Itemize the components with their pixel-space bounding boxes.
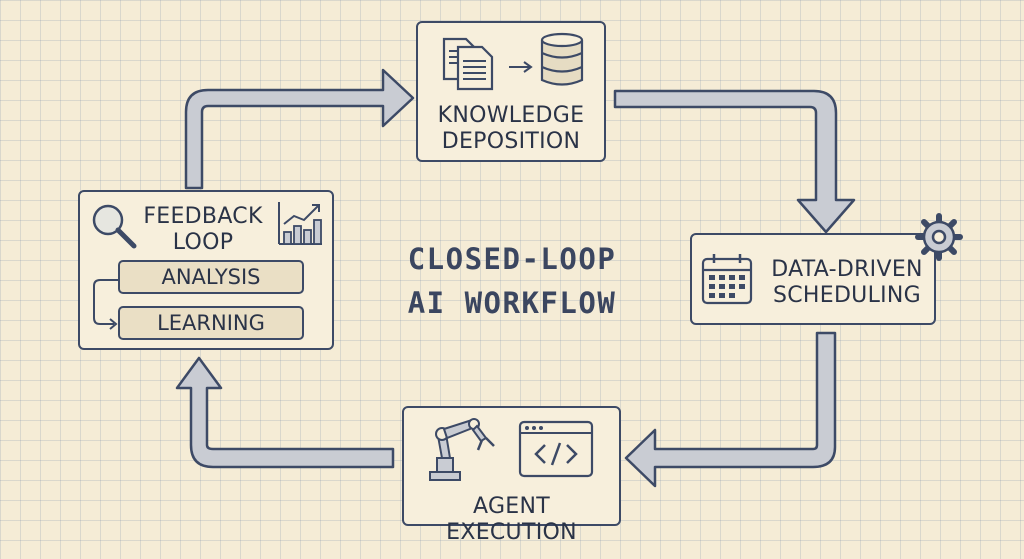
- scheduling-box: DATA-DRIVEN SCHEDULING: [690, 233, 936, 325]
- feedback-label-line2: LOOP: [172, 230, 234, 255]
- bar-chart-icon: [278, 202, 322, 245]
- diagram-title-line1: CLOSED-LOOP: [407, 242, 617, 276]
- scheduling-label-line1: DATA-DRIVEN: [771, 257, 923, 282]
- agent-execution-label: AGENT EXECUTION: [446, 494, 577, 545]
- knowledge-deposition-box: KNOWLEDGE DEPOSITION: [416, 21, 606, 162]
- arrow-execution-to-feedback: [175, 356, 395, 469]
- arrow-knowledge-to-scheduling: [613, 89, 856, 234]
- feedback-loop-box: FEEDBACK LOOP ANALYSIS LEARNING: [78, 190, 334, 350]
- loop-connector-icon: [93, 279, 118, 330]
- analysis-item: ANALYSIS: [118, 260, 304, 294]
- feedback-label-line1: FEEDBACK: [143, 204, 263, 229]
- robot-arm-icon: [429, 418, 495, 481]
- database-icon: [540, 32, 584, 86]
- calendar-icon: [701, 254, 753, 305]
- knowledge-label-line2: DEPOSITION: [441, 129, 581, 154]
- code-window-icon: [518, 420, 594, 478]
- magnifier-icon: [92, 204, 137, 249]
- arrow-scheduling-to-execution: [624, 331, 837, 488]
- scheduling-label-line2: SCHEDULING: [772, 283, 922, 308]
- arrow-right-icon: [509, 61, 533, 73]
- diagram-title-line2: AI WORKFLOW: [407, 286, 617, 320]
- documents-icon: [442, 37, 494, 91]
- gear-icon: [915, 213, 963, 261]
- agent-execution-box: AGENT EXECUTION: [402, 406, 621, 545]
- arrow-feedback-to-knowledge: [184, 68, 415, 190]
- knowledge-label-line1: KNOWLEDGE: [437, 103, 585, 128]
- learning-item: LEARNING: [118, 306, 304, 340]
